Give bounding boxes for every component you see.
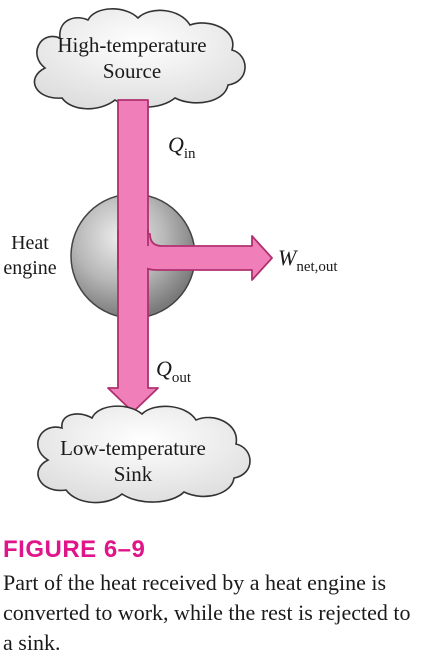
heat-engine-diagram: High-temperature Source Low-temperature … [3, 8, 338, 504]
figure-caption: Part of the heat received by a heat engi… [3, 570, 411, 655]
source-cloud [33, 8, 246, 110]
figure-label: FIGURE 6–9 [3, 536, 146, 563]
q-in-label: Qin [168, 132, 196, 162]
sink-label-line2: Sink [114, 462, 153, 486]
engine-label-line2: engine [3, 257, 56, 279]
sink-cloud [37, 405, 251, 504]
source-label-line2: Source [103, 59, 161, 83]
w-net-out-label: Wnet,out [278, 245, 338, 275]
source-label-line1: High-temperature [57, 33, 206, 57]
engine-label-line1: Heat [11, 232, 49, 254]
q-out-label: Qout [156, 356, 192, 386]
sink-label-line1: Low-temperature [60, 436, 206, 460]
